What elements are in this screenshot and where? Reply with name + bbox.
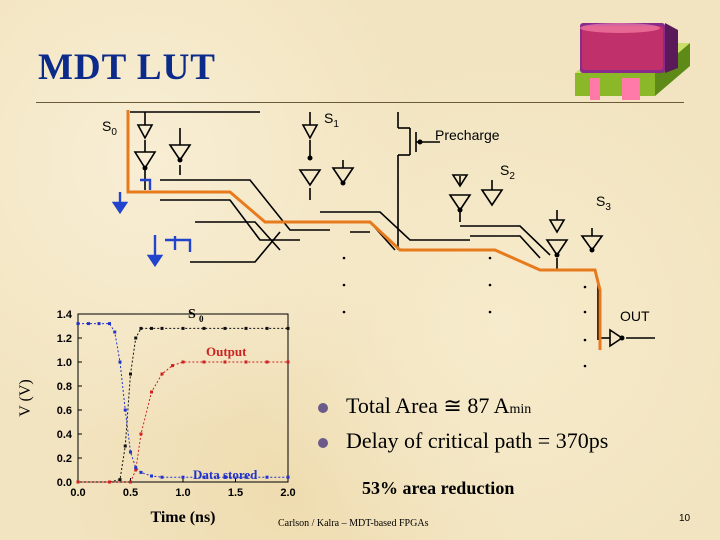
y-tick-label: 1.4: [57, 309, 73, 321]
series-line-data-stored: [78, 323, 288, 478]
series-point: [286, 360, 290, 364]
series-line-output: [78, 361, 288, 483]
series-point: [150, 326, 153, 330]
series-point: [123, 444, 127, 448]
series-point: [286, 326, 290, 330]
x-tick-label: 0.0: [70, 487, 85, 499]
s2-label: S2: [500, 162, 515, 182]
series-point: [76, 322, 80, 326]
series-point: [223, 475, 227, 479]
plot-frame: [77, 313, 289, 483]
slide-footer: Carlson / Kalra – MDT-based FPGAs: [278, 518, 429, 529]
series-point: [108, 480, 111, 484]
series-point: [265, 326, 269, 330]
series-point: [223, 326, 227, 330]
series-point: [265, 475, 269, 479]
series-point: [139, 326, 143, 330]
x-tick-label: 1.0: [175, 487, 190, 499]
series-point: [129, 450, 132, 454]
series-point: [286, 475, 290, 479]
bullet-critical-delay: Delay of critical path = 370ps: [318, 428, 608, 454]
series-point: [134, 336, 138, 340]
series-point: [118, 360, 122, 364]
y-axis-label: V (V): [17, 379, 34, 416]
series-point: [244, 326, 248, 330]
area-reduction-note: 53% area reduction: [362, 478, 515, 498]
transistor-logo-icon: [575, 23, 690, 100]
series-point: [108, 322, 111, 326]
annotation-data-stored: Data stored: [193, 467, 258, 482]
page-number: 10: [679, 513, 691, 524]
series-point: [202, 475, 206, 479]
series-point: [97, 322, 101, 326]
series-point: [113, 330, 117, 334]
series-point: [139, 470, 143, 474]
annotation-s0-sub: 0: [199, 314, 204, 324]
s3-label: S3: [596, 193, 611, 213]
series-point: [76, 480, 80, 484]
y-tick-label: 0.0: [57, 477, 72, 489]
slide-title: MDT LUT: [38, 47, 216, 88]
y-tick-label: 0.2: [57, 453, 72, 465]
series-point: [129, 480, 132, 484]
series-point: [223, 360, 227, 364]
series-point: [244, 475, 248, 479]
lut-circuit-diagram: [111, 110, 655, 368]
out-label: OUT: [620, 308, 650, 324]
series-point: [171, 364, 174, 368]
series-point: [265, 360, 269, 364]
series-point: [129, 372, 132, 376]
series-point: [150, 474, 153, 478]
series-point: [202, 326, 206, 330]
series-point: [87, 322, 90, 326]
annotation-output: Output: [206, 344, 247, 359]
series-line-s0: [78, 327, 288, 483]
s1-label: S1: [324, 110, 339, 130]
series-point: [202, 360, 206, 364]
series-point: [181, 475, 185, 479]
annotation-s0: S: [188, 307, 196, 322]
y-tick-label: 0.4: [57, 429, 73, 441]
series-point: [160, 372, 164, 376]
x-tick-label: 0.5: [123, 487, 138, 499]
y-tick-label: 0.6: [57, 405, 72, 417]
x-tick-label: 2.0: [280, 487, 295, 499]
y-tick-label: 1.2: [57, 333, 72, 345]
x-axis-label: Time (ns): [150, 509, 215, 526]
series-point: [150, 390, 153, 394]
x-tick-label: 1.5: [228, 487, 243, 499]
series-point: [181, 360, 185, 364]
series-point: [123, 408, 127, 412]
series-point: [244, 360, 248, 364]
title-divider: [36, 102, 684, 103]
y-tick-label: 0.8: [57, 381, 72, 393]
bullet-dot-icon: [318, 437, 328, 448]
precharge-label: Precharge: [435, 127, 500, 143]
y-tick-label: 1.0: [57, 357, 72, 369]
series-point: [118, 478, 122, 482]
series-point: [160, 475, 164, 479]
series-point: [139, 432, 143, 436]
bullet-total-area: Total Area ≅ 87 Amin: [318, 393, 531, 419]
series-point: [134, 468, 138, 472]
series-point: [181, 326, 185, 330]
bullet-dot-icon: [318, 402, 328, 413]
series-point: [134, 466, 138, 470]
series-point: [160, 326, 164, 330]
s0-label: S0: [102, 118, 117, 138]
critical-path-highlight: [126, 110, 602, 350]
